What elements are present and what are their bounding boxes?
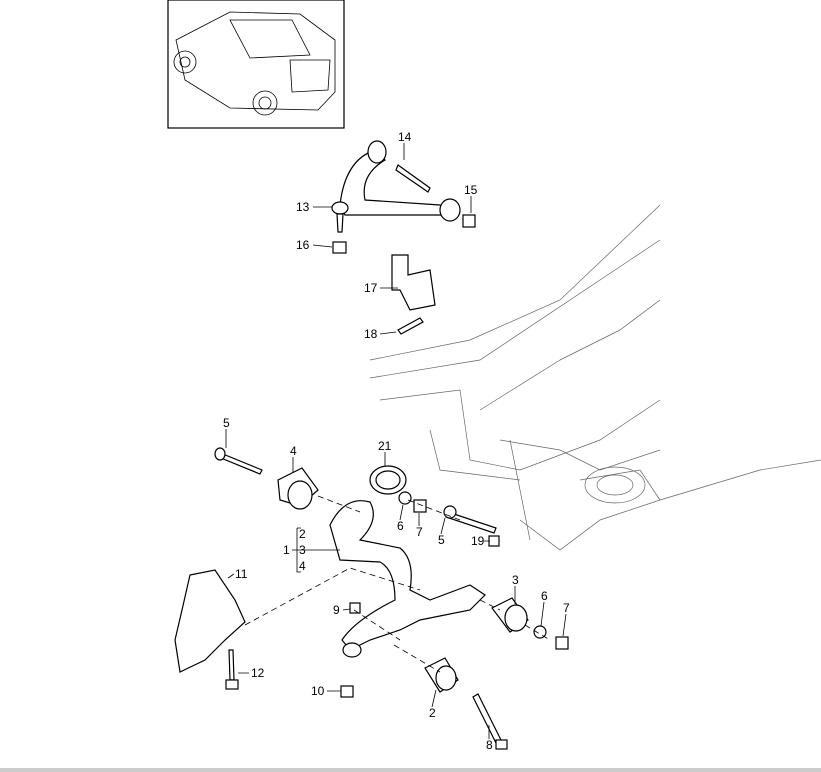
lower-control-arm [329,500,486,698]
callout-10: 10 [311,684,325,698]
callout-5: 5 [223,416,230,430]
callout-16: 16 [296,238,310,252]
callout-21: 21 [378,439,392,453]
leader-lines [225,143,567,739]
callout-15: 15 [464,183,478,197]
callout-19: 19 [471,534,485,548]
callout-2: 2 [429,706,436,720]
callout-13: 13 [296,200,310,214]
callout-5: 5 [438,533,445,547]
callout-9: 9 [333,603,340,617]
vehicle-thumbnail [167,0,345,129]
callout-labels: 14 15 13 16 17 18 5 4 21 6 7 5 19 1 2 3 … [223,130,570,752]
subframe-outline [369,204,821,551]
callout-3: 3 [299,543,306,557]
heat-shield [174,569,246,690]
callout-11: 11 [235,567,248,581]
bushing-mount [214,447,500,547]
callout-12: 12 [251,666,265,680]
lower-bushings [424,597,569,750]
callout-18: 18 [364,327,378,341]
upper-control-arm [331,140,476,254]
callout-7: 7 [416,525,423,539]
sensor-bracket [391,254,436,335]
callout-7: 7 [563,601,570,615]
callout-1: 1 [283,543,290,557]
callout-2: 2 [299,527,306,541]
callout-6: 6 [397,519,404,533]
reference-lines [244,495,551,673]
callout-8: 8 [486,738,493,752]
callout-3: 3 [512,573,519,587]
bottom-bar [0,768,821,772]
callout-6: 6 [541,589,548,603]
callout-17: 17 [364,281,378,295]
callout-14: 14 [398,130,412,144]
callout-4: 4 [299,559,306,573]
callout-4: 4 [290,444,297,458]
